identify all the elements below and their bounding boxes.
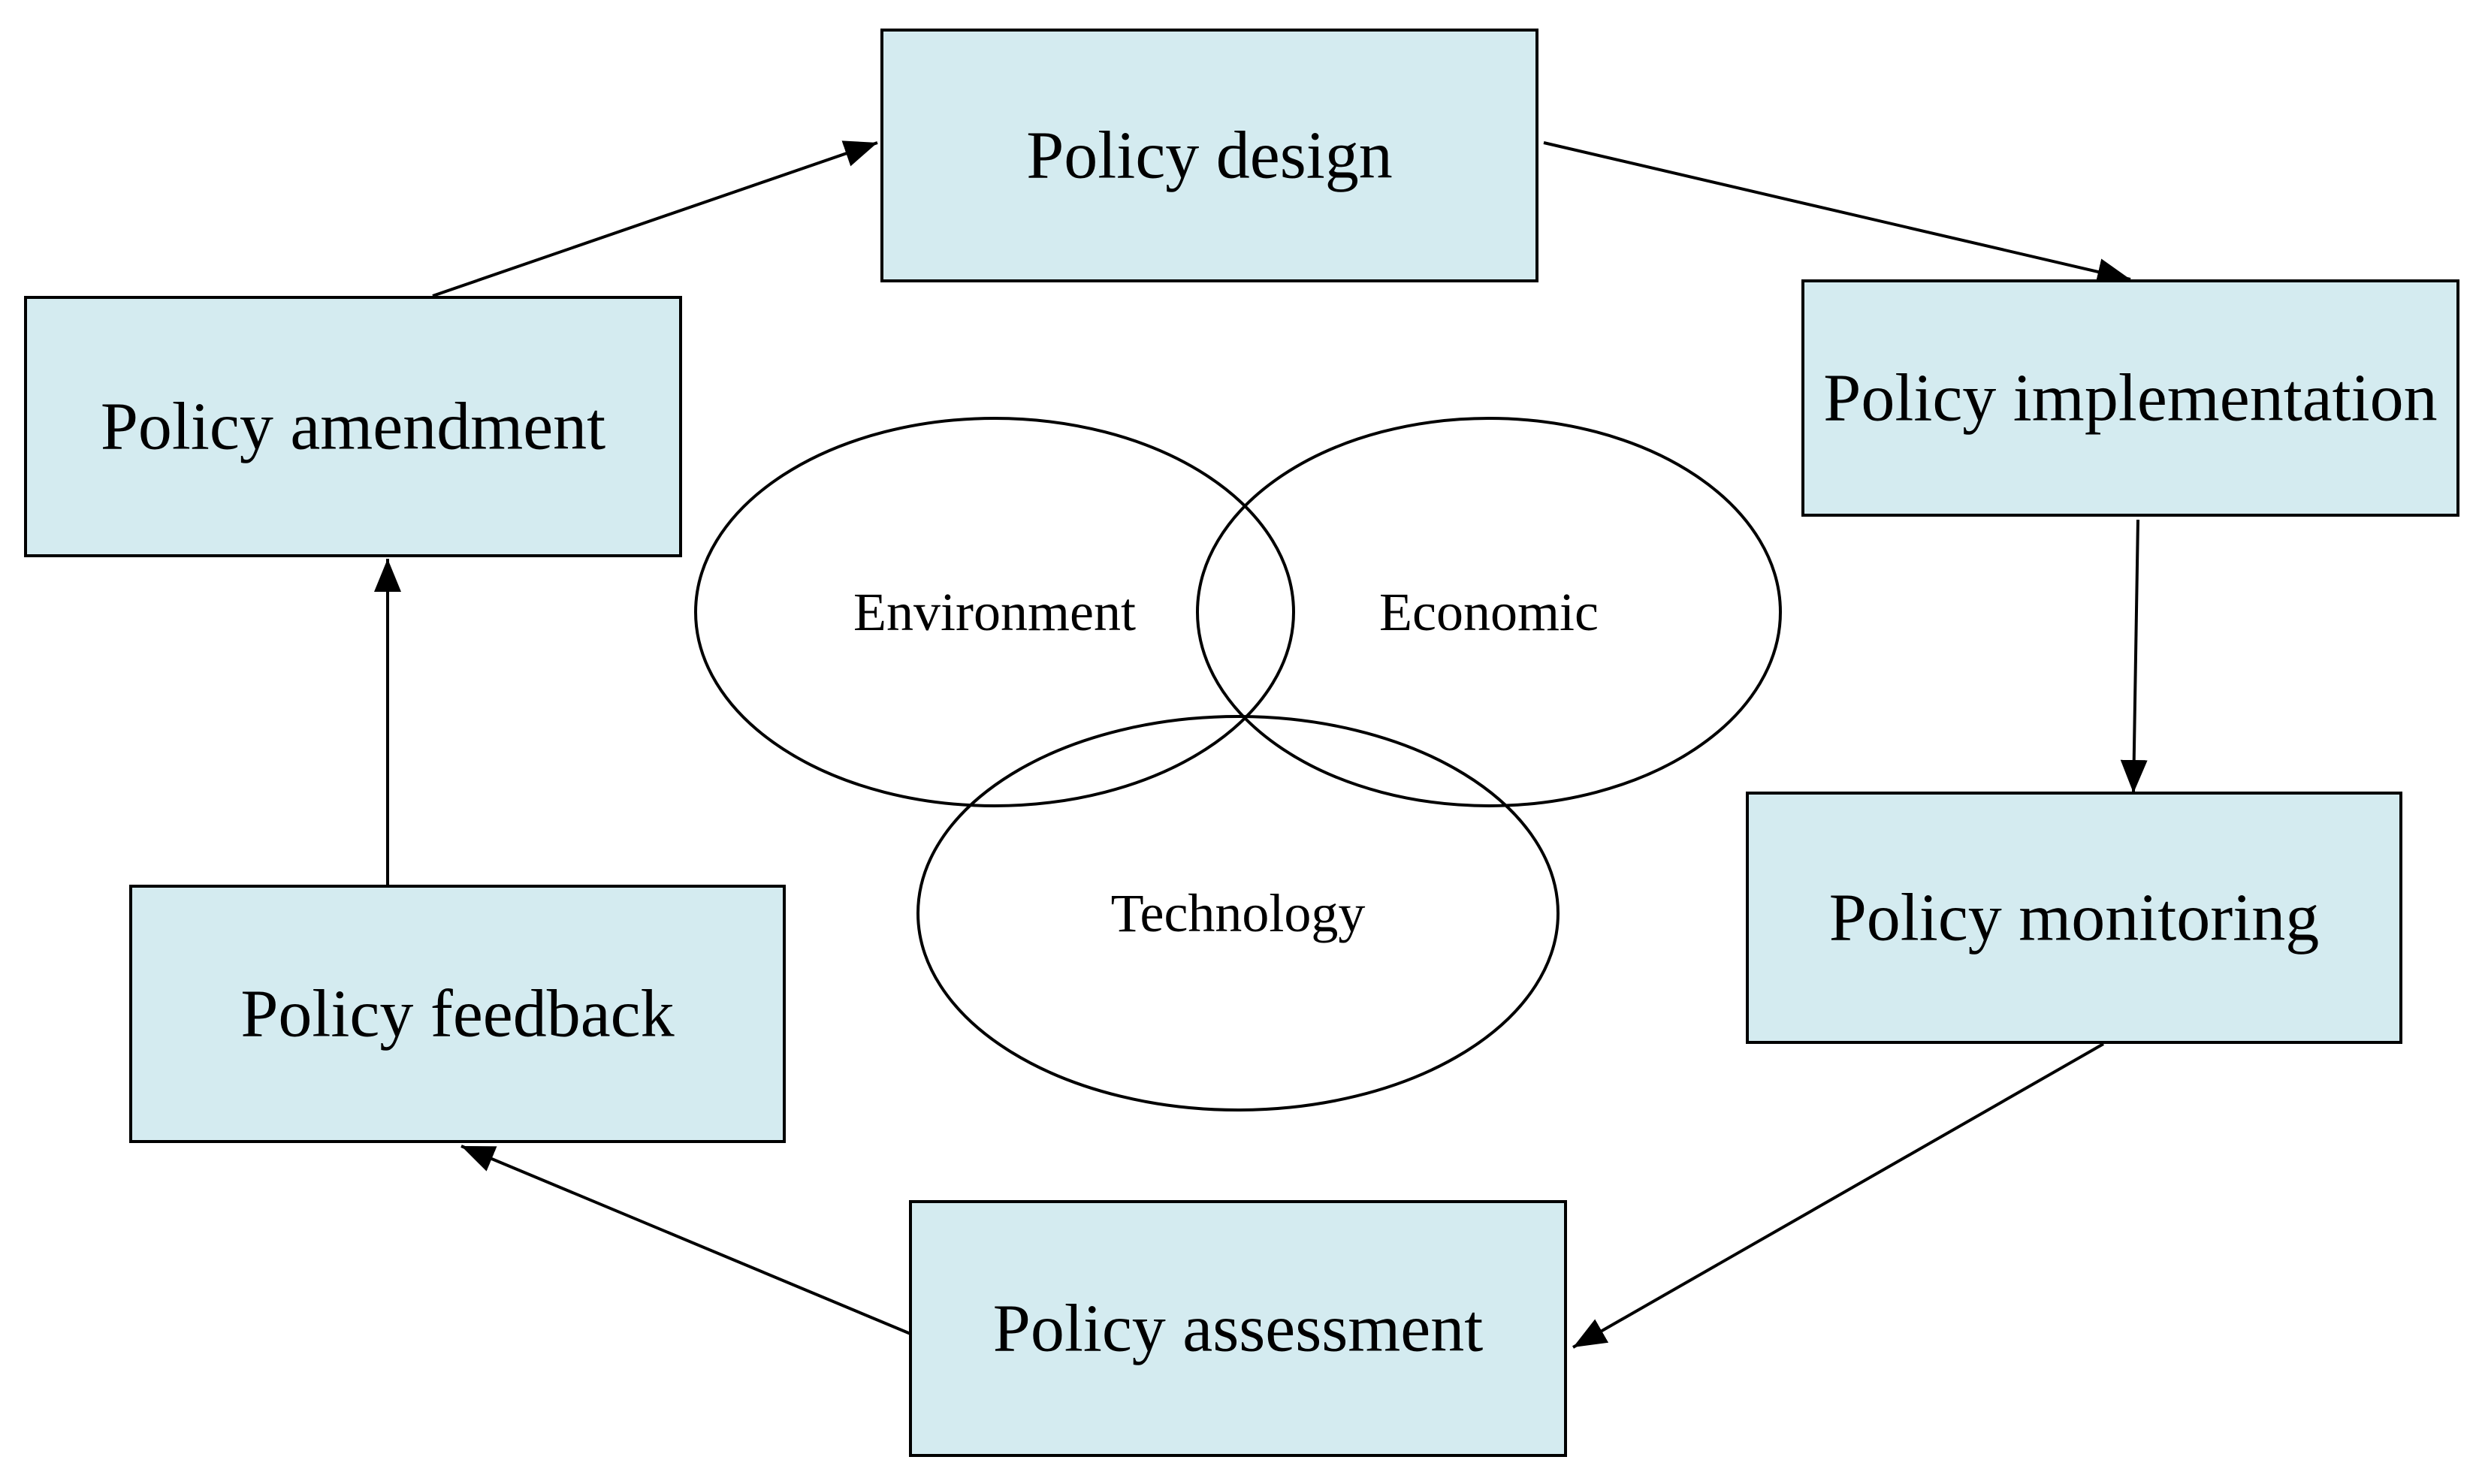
node-box: [880, 29, 1538, 282]
node-label: Policy amendment: [101, 390, 605, 464]
node-box: [24, 296, 682, 557]
node-label: Policy implementation: [1823, 361, 2437, 436]
edge-amendment-to-design: [432, 140, 878, 297]
edge-implementation-to-monitoring: [2120, 519, 2148, 794]
node-policy-design: Policy design: [880, 29, 1538, 282]
edge-monitoring-to-assessment: [1572, 1042, 2104, 1349]
venn-ellipse: [694, 417, 1295, 807]
node-box: [1746, 792, 2402, 1044]
node-policy-feedback: Policy feedback: [129, 885, 786, 1143]
venn-technology: Technology: [916, 715, 1560, 1111]
node-label: Policy monitoring: [1829, 881, 2320, 955]
node-policy-implementation: Policy implementation: [1801, 279, 2459, 517]
venn-label: Economic: [1379, 582, 1599, 642]
node-policy-assessment: Policy assessment: [909, 1200, 1567, 1457]
node-box: [1801, 279, 2459, 517]
node-policy-amendment: Policy amendment: [24, 296, 682, 557]
venn-environment: Environment: [694, 417, 1295, 807]
node-label: Policy feedback: [240, 977, 674, 1051]
venn-label: Environment: [853, 582, 1136, 642]
node-box: [129, 885, 786, 1143]
node-policy-monitoring: Policy monitoring: [1746, 792, 2402, 1044]
node-label: Policy assessment: [993, 1292, 1483, 1366]
venn-label: Technology: [1111, 883, 1366, 943]
edge-design-to-implementation: [1543, 141, 2131, 285]
venn-ellipse: [916, 715, 1560, 1111]
venn-ellipse: [1196, 417, 1782, 807]
node-box: [909, 1200, 1567, 1457]
venn-economic: Economic: [1196, 417, 1782, 807]
node-label: Policy design: [1026, 119, 1393, 193]
edge-assessment-to-feedback: [460, 1145, 911, 1335]
